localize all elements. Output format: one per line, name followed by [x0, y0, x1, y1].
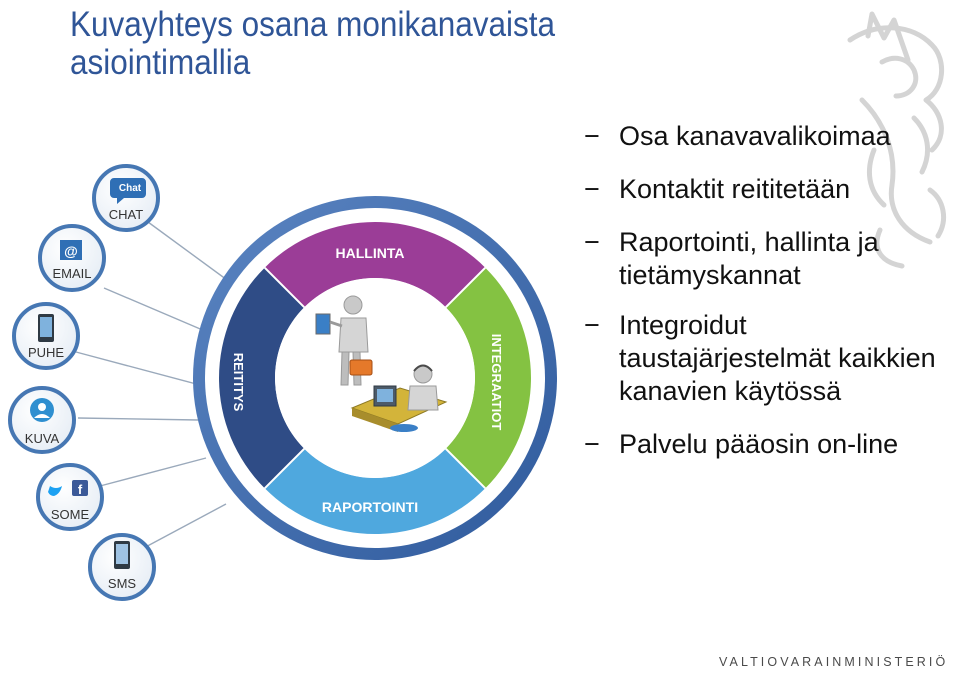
- channel-label-sms: SMS: [108, 576, 137, 591]
- slide-title: Kuvayhteys osana monikanavaista asiointi…: [70, 6, 555, 82]
- channel-label-email: EMAIL: [52, 266, 91, 281]
- agent-desk-icon: [350, 364, 448, 432]
- center-illustration: [315, 295, 448, 432]
- channel-connectors: [75, 221, 239, 551]
- segment-raportointi: [264, 448, 486, 534]
- svg-text:f: f: [78, 482, 83, 497]
- channel-some: f SOME: [36, 463, 104, 531]
- channel-kuva: KUVA: [8, 386, 76, 454]
- bullet-list: Osa kanavavalikoimaa Kontaktit reititetä…: [584, 120, 944, 481]
- segment-integraatiot: [445, 267, 531, 489]
- email-icon: @: [60, 240, 82, 260]
- channel-label-puhe: PUHE: [28, 345, 64, 360]
- bullet-item: Osa kanavavalikoimaa: [584, 120, 944, 153]
- manager-figure-icon: [315, 295, 373, 386]
- bullet-item: Raportointi, hallinta ja tietämyskannat: [584, 226, 944, 292]
- channel-label-some: SOME: [51, 507, 90, 522]
- label-reititys: REITITYS: [231, 353, 246, 412]
- sms-icon: [114, 541, 130, 569]
- segment-reititys: [219, 267, 305, 489]
- channel-label-kuva: KUVA: [25, 431, 60, 446]
- channel-chat: Chat CHAT: [92, 164, 160, 232]
- bullet-item: Integroidut taustajärjestelmät kaikkien …: [584, 309, 944, 408]
- bullet-item: Kontaktit reititetään: [584, 173, 944, 206]
- channel-email: @ EMAIL: [38, 224, 106, 292]
- label-hallinta: HALLINTA: [336, 245, 405, 261]
- label-raportointi: RAPORTOINTI: [322, 499, 418, 515]
- video-icon: [30, 398, 54, 422]
- chat-icon-text: Chat: [119, 183, 142, 194]
- phone-icon: [38, 314, 54, 342]
- channel-puhe: PUHE: [12, 302, 80, 370]
- title-line-1: Kuvayhteys osana monikanavaista: [70, 5, 556, 44]
- title-line-2: asiointimallia: [70, 43, 251, 82]
- bullet-item: Palvelu pääosin on-line: [584, 428, 944, 461]
- service-wheel: HALLINTA INTEGRAATIOT RAPORTOINTI REITIT…: [193, 196, 557, 560]
- ministry-footer: VALTIOVARAINMINISTERIÖ: [719, 655, 949, 669]
- label-integraatiot: INTEGRAATIOT: [489, 334, 504, 431]
- channel-sms: SMS: [88, 533, 156, 601]
- chat-icon: Chat: [110, 178, 146, 204]
- social-media-icon: f: [48, 480, 88, 497]
- email-icon-text: @: [64, 243, 78, 259]
- segment-hallinta: [264, 222, 486, 308]
- channel-label-chat: CHAT: [109, 207, 143, 222]
